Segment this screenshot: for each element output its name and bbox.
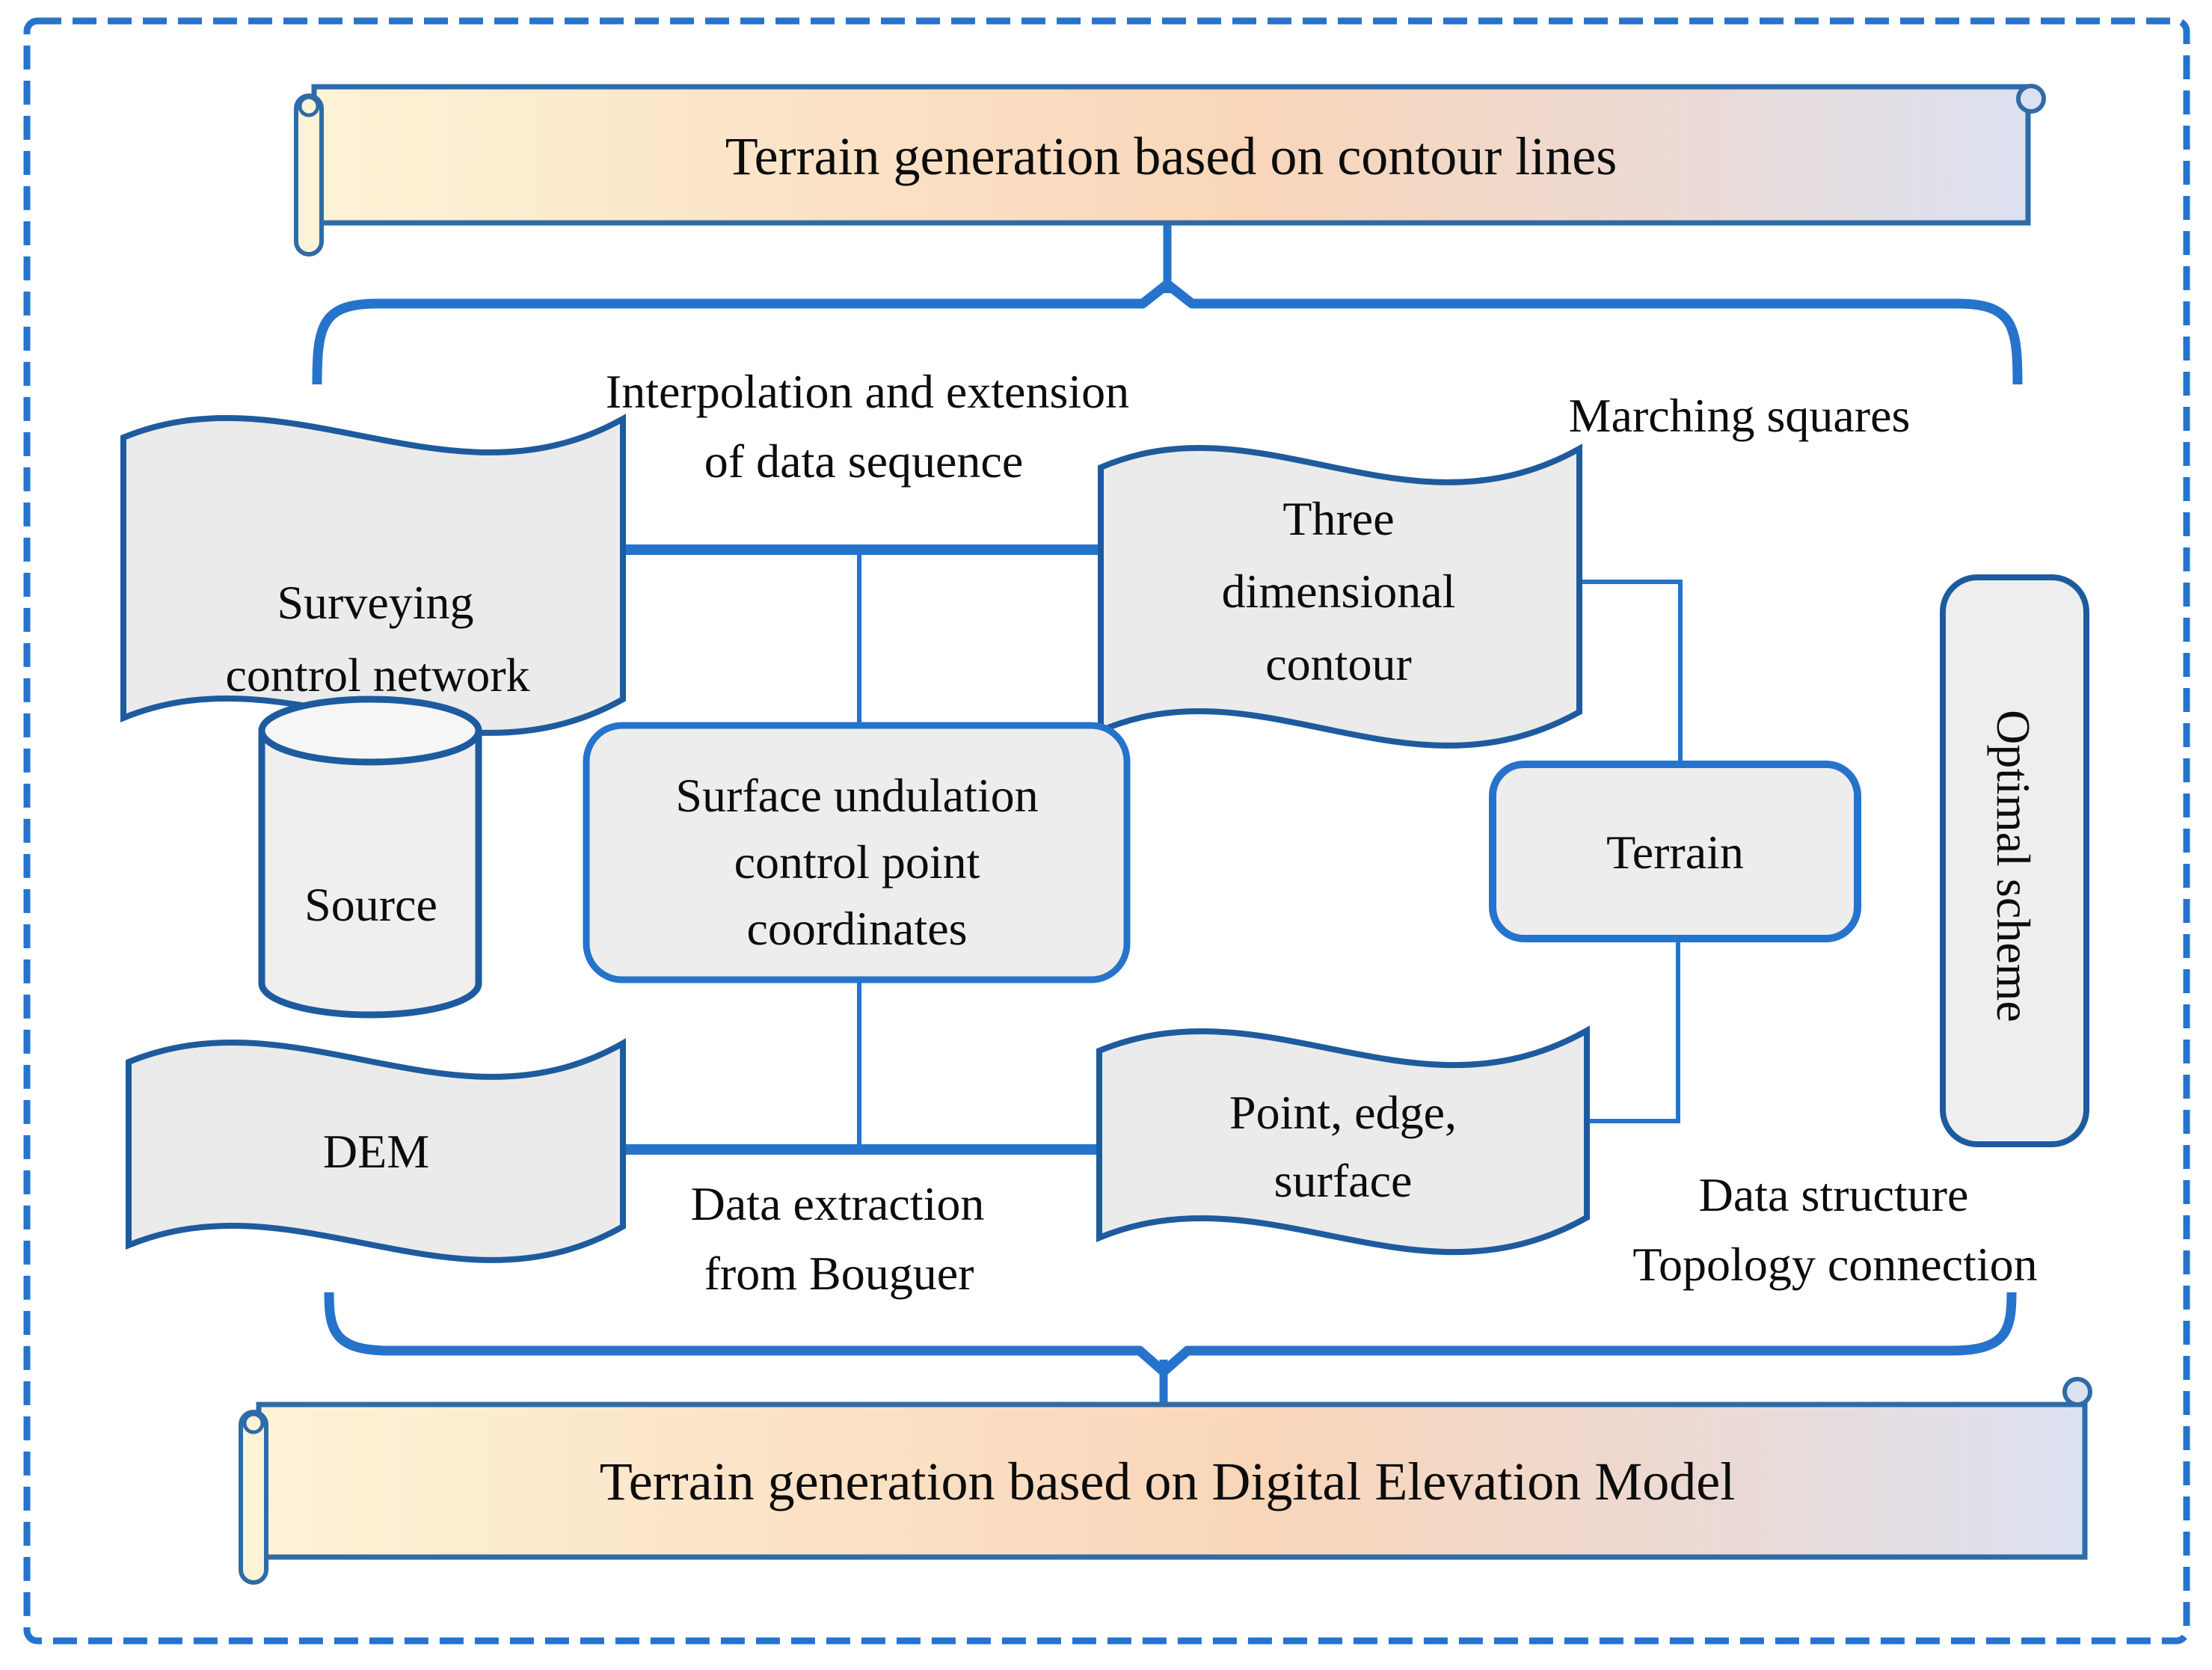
label-three-dimensional-line3: contour (1265, 637, 1412, 690)
brace-top (312, 279, 2023, 385)
label-point-edge-surface-line1: Point, edge, (1229, 1086, 1457, 1139)
box-surface-undulation (583, 722, 1131, 983)
banner-bottom-right-curl (2062, 1377, 2092, 1407)
banner-top-title: Terrain generation based on contour line… (725, 126, 1617, 186)
banner-bottom-left-roll (239, 1410, 268, 1585)
label-dem: DEM (322, 1125, 430, 1178)
annotation-interpolation-line1: Interpolation and extension (605, 365, 1130, 418)
banner-top-body (311, 84, 2031, 226)
outer-dashed-border (23, 17, 2190, 1645)
box-optimal-scheme (1940, 574, 2089, 1147)
annotation-data-extraction-line2: from Bouguer (704, 1247, 974, 1300)
annotation-marching-squares: Marching squares (1568, 389, 1911, 442)
brace-bottom (324, 1292, 2017, 1377)
label-surface-undulation-line2: control point (734, 835, 980, 888)
box-terrain (1489, 761, 1861, 942)
elbow-contour-to-terrain (1578, 580, 1683, 767)
flag-point-edge-surface (1096, 1025, 1590, 1256)
label-surveying-line2: control network (225, 648, 530, 702)
annotation-data-extraction-line1: Data extraction (690, 1177, 985, 1230)
label-source: Source (304, 878, 437, 931)
banner-bottom-title: Terrain generation based on Digital Elev… (599, 1452, 1736, 1511)
label-surveying-line1: Surveying (277, 576, 474, 629)
banner-bottom-body (256, 1402, 2088, 1560)
banner-bottom-left-curl (242, 1412, 265, 1434)
label-surface-undulation-line1: Surface undulation (675, 769, 1039, 822)
annotation-data-structure-line1: Data structure (1698, 1168, 1969, 1221)
annotation-data-structure-line2: Topology connection (1632, 1238, 2038, 1291)
flag-dem (126, 1038, 626, 1263)
elbow-terrain-to-point (1582, 937, 1680, 1123)
banner-top-right-curl (2016, 84, 2046, 114)
label-three-dimensional-line2: dimensional (1221, 565, 1456, 618)
banner-top-left-roll (294, 93, 324, 257)
label-point-edge-surface-line2: surface (1274, 1154, 1413, 1207)
label-terrain: Terrain (1606, 826, 1744, 879)
label-optimal-scheme: Optimal scheme (1987, 710, 2040, 1022)
flag-surveying-control-network (120, 414, 626, 736)
flag-three-dimensional-contour (1098, 443, 1582, 749)
label-three-dimensional-line1: Three (1282, 492, 1395, 545)
cylinder-source-body (258, 731, 482, 1019)
annotation-interpolation-line2: of data sequence (704, 435, 1024, 488)
cylinder-source-top (258, 696, 482, 766)
label-surface-undulation-line3: coordinates (746, 902, 968, 955)
banner-top-left-curl (298, 95, 320, 117)
